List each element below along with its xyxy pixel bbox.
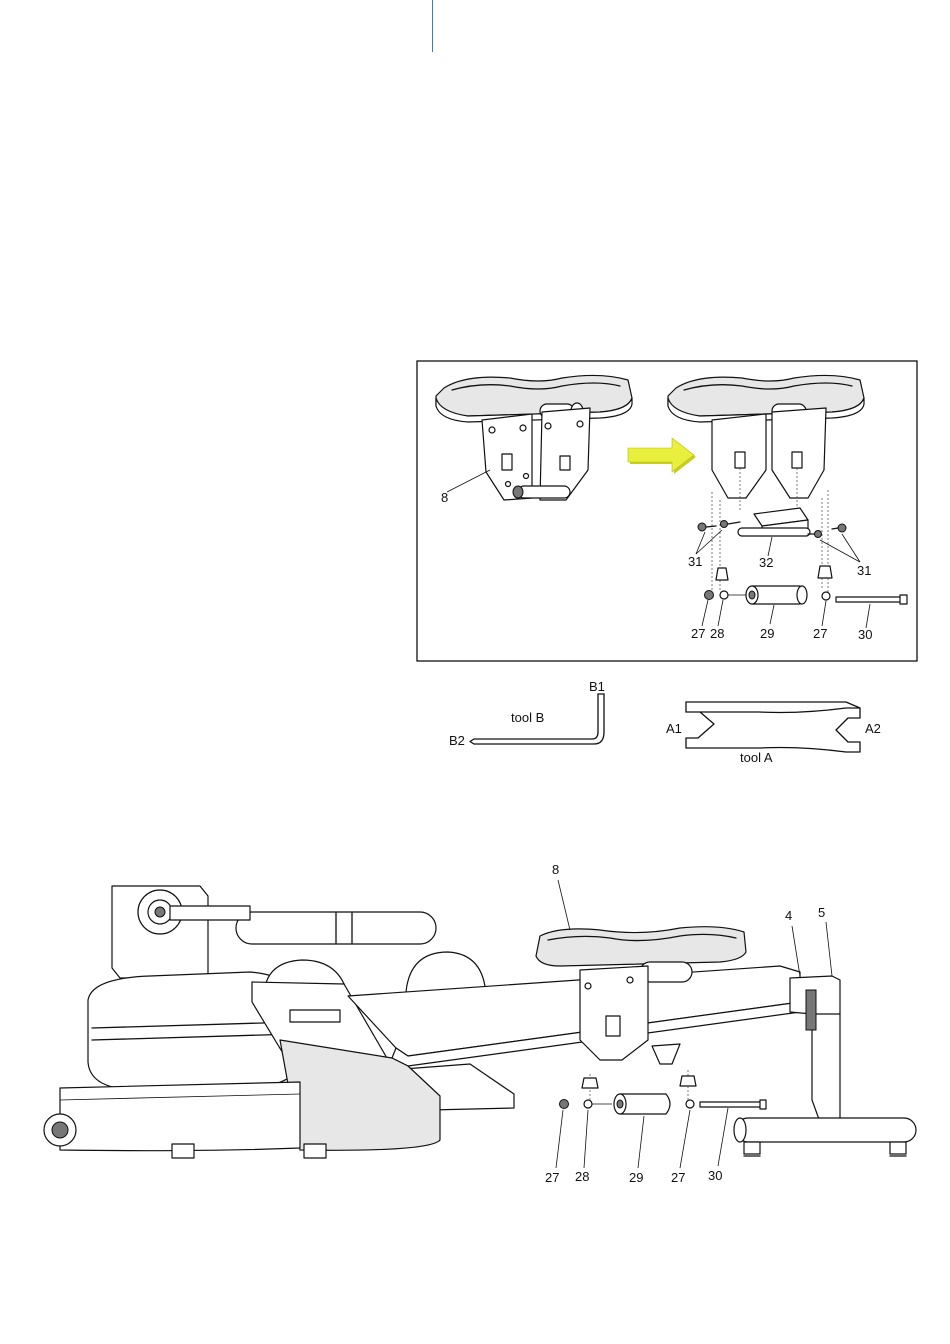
part-label-30-detail: 30: [858, 627, 872, 642]
tool-a-name: tool A: [740, 750, 773, 765]
rowing-machine-drawing: 8 4 5 27 28 29 27 30: [44, 862, 916, 1185]
part-label-27-detail-right: 27: [813, 626, 827, 641]
part-label-32: 32: [759, 555, 773, 570]
tool-b-allen-key: B1 tool B B2: [449, 679, 605, 748]
tool-a-end-2-label: A2: [865, 721, 881, 736]
part-label-8-main: 8: [552, 862, 559, 877]
tool-b-end-1-label: B1: [589, 679, 605, 694]
part-label-29-main: 29: [629, 1170, 643, 1185]
part-label-27-main-right: 27: [671, 1170, 685, 1185]
part-label-29-detail: 29: [760, 626, 774, 641]
part-label-31-right: 31: [857, 563, 871, 578]
part-label-5: 5: [818, 905, 825, 920]
part-label-8-detail: 8: [441, 490, 448, 505]
part-label-27-main: 27: [545, 1170, 559, 1185]
part-label-4: 4: [785, 908, 792, 923]
tool-a-wrench: A1 A2 tool A: [666, 702, 881, 765]
part-label-28-main: 28: [575, 1169, 589, 1184]
tool-b-end-2-label: B2: [449, 733, 465, 748]
tool-a-end-1-label: A1: [666, 721, 682, 736]
detail-view: 8 31 32 31 27 28 29 27 30: [417, 361, 917, 661]
part-label-27-detail: 27: [691, 626, 705, 641]
tool-b-name: tool B: [511, 710, 544, 725]
part-label-31-left: 31: [688, 554, 702, 569]
part-label-30-main: 30: [708, 1168, 722, 1183]
part-label-28-detail: 28: [710, 626, 724, 641]
